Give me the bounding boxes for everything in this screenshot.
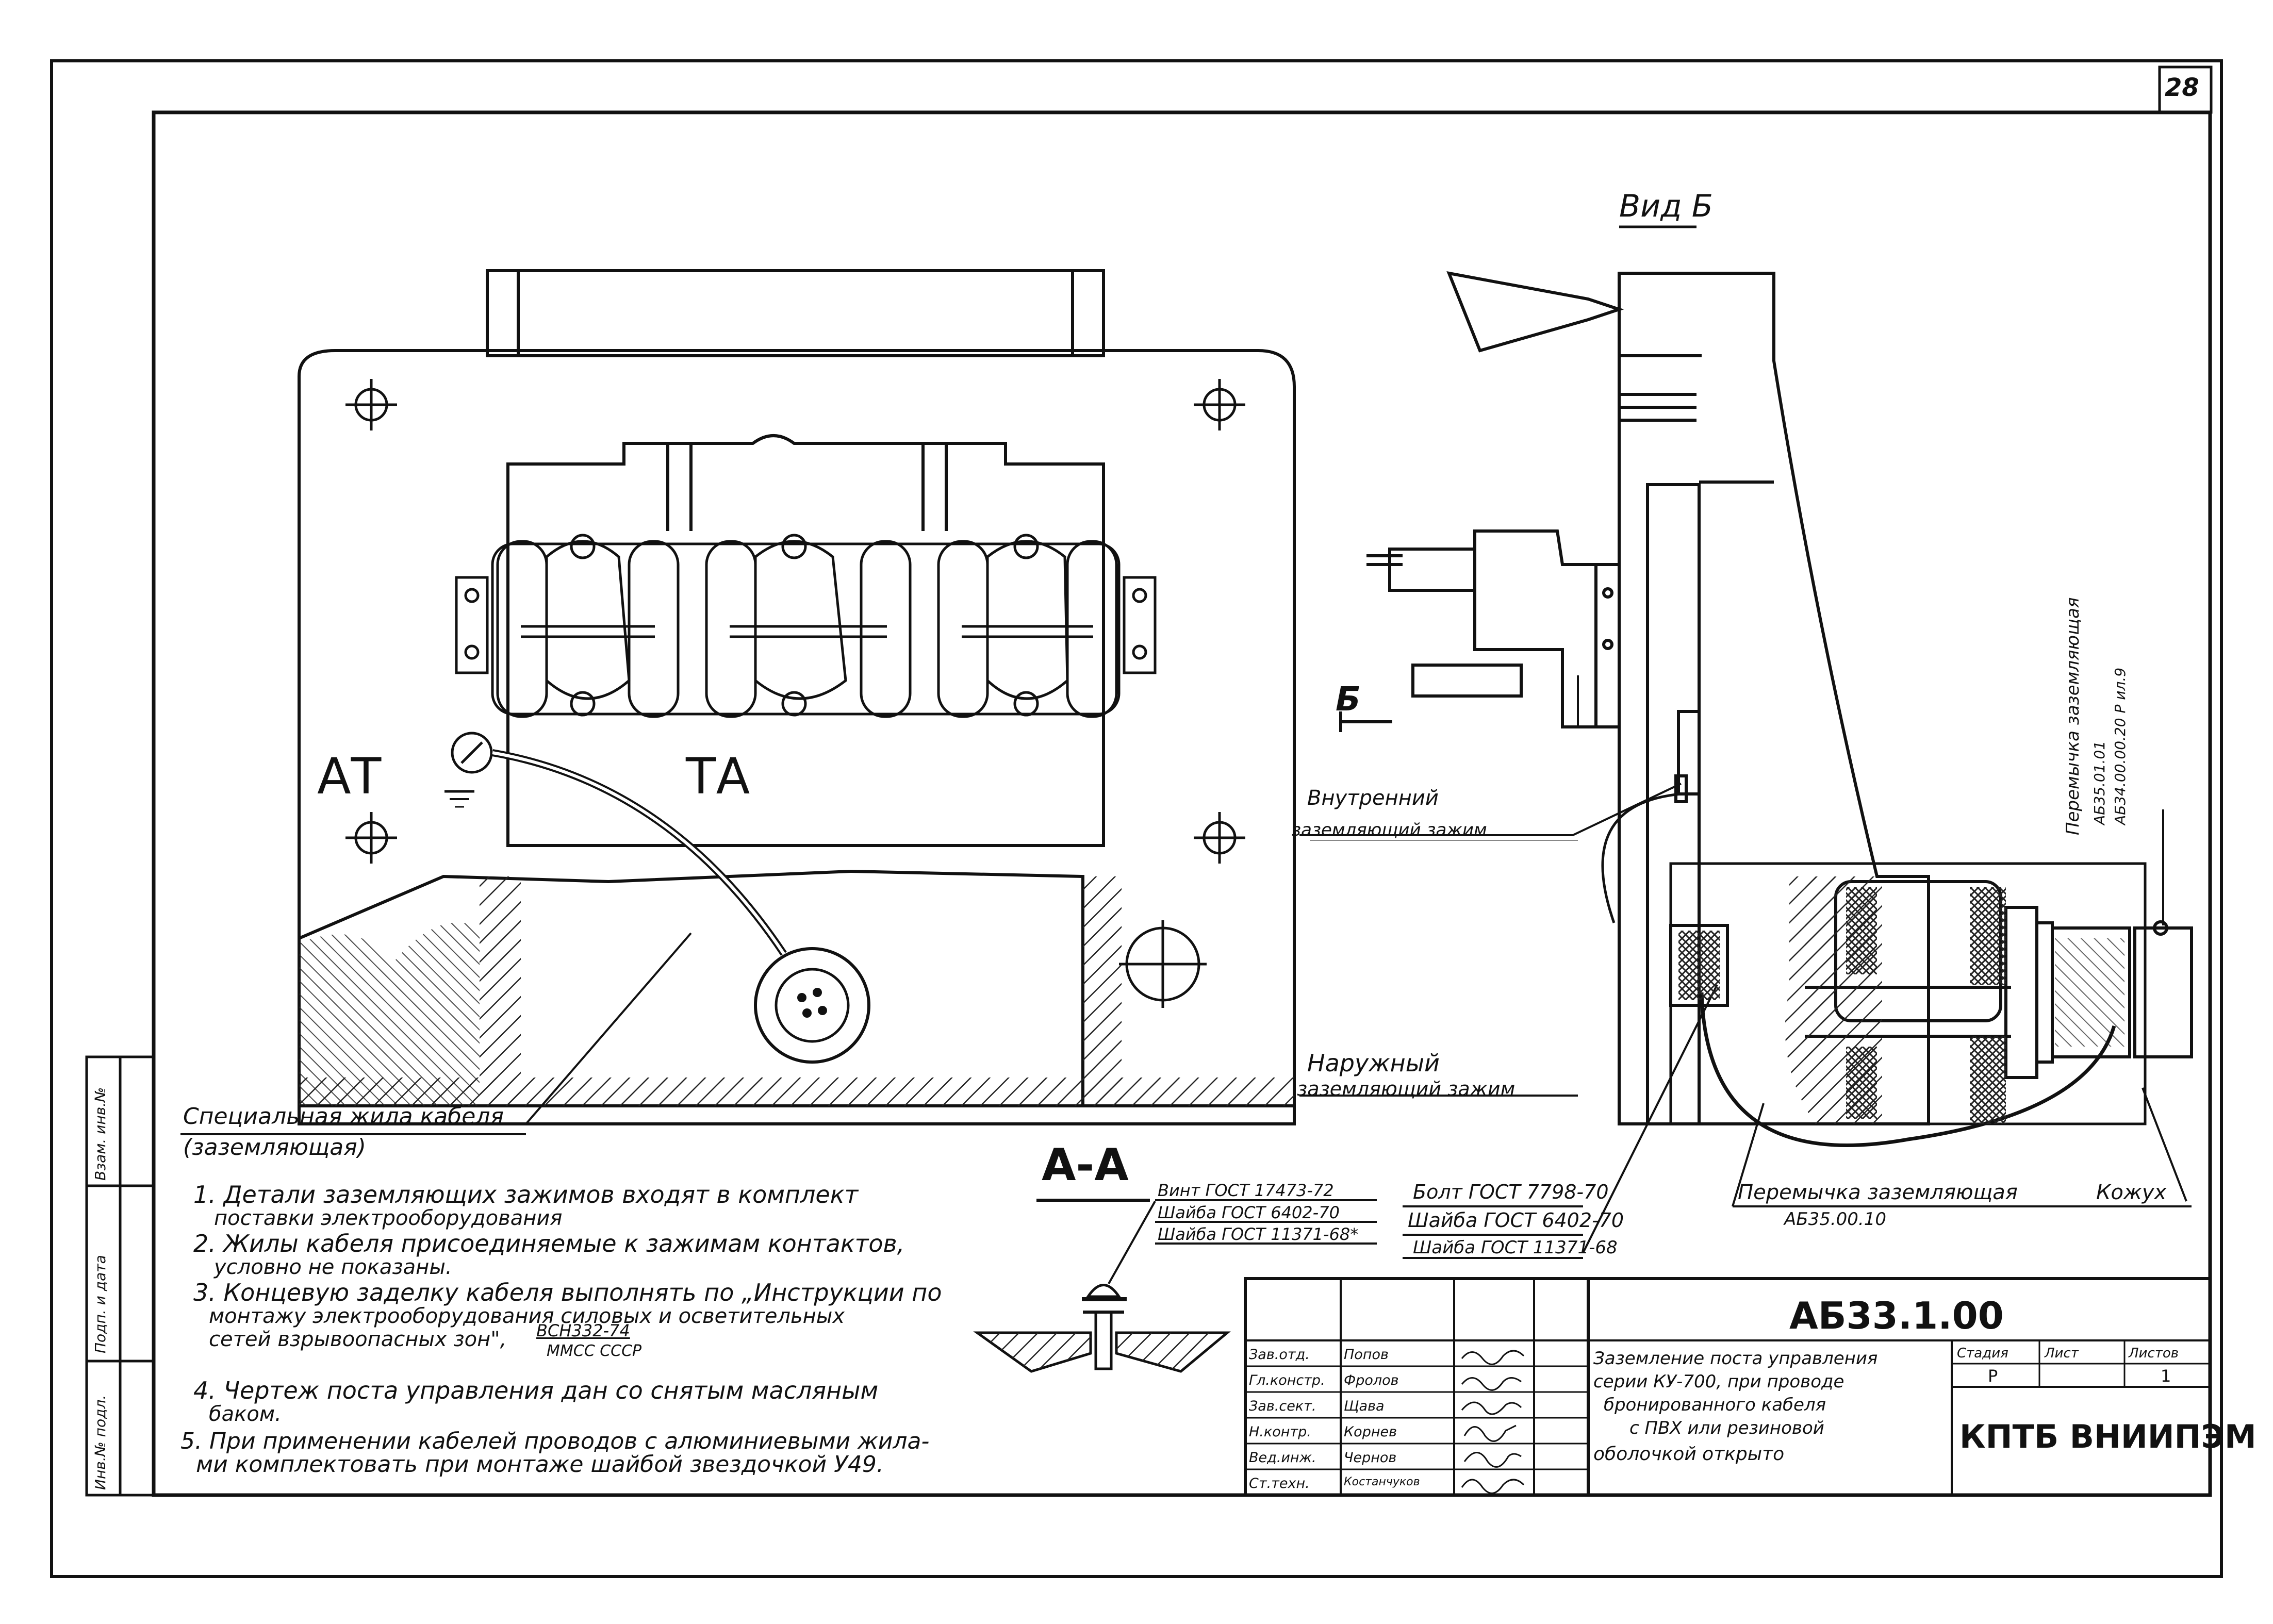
section-washer-label-1: Шайба ГОСТ 6402-70 (1158, 1203, 1340, 1222)
side-stamp-label-3: Взам. инв.№ (92, 1087, 109, 1181)
special-core-label: Специальная жила кабеля (183, 1103, 504, 1130)
description-line: с ПВХ или резиновой (1629, 1418, 1824, 1438)
signer-role: Зав.отд. (1249, 1347, 1310, 1363)
signer-role: Ст.техн. (1249, 1476, 1310, 1492)
signer-role: Зав.сект. (1249, 1398, 1316, 1414)
note-1: 1. Детали заземляющих зажимов входят в к… (193, 1181, 859, 1208)
inner-frame (152, 110, 2212, 1497)
note-5-cont: ми комплектовать при монтаже шайбой звез… (196, 1451, 884, 1478)
sheet-label: Лист (2045, 1346, 2079, 1361)
outer-frame (50, 59, 2223, 1578)
cut-mark: Б (1336, 681, 1361, 719)
signer-name: Корнев (1344, 1424, 1397, 1440)
jumper-bottom-label: Перемычка заземляющая (1738, 1181, 2018, 1204)
side-stamp-frame (85, 1055, 155, 1497)
note-5: 5. При применении кабелей проводов с алю… (180, 1428, 930, 1454)
side-stamp-label-2: Подп. и дата (92, 1255, 109, 1353)
title-block-frame (1244, 1277, 2212, 1497)
note-3: 3. Концевую заделку кабеля выполнять по … (193, 1279, 942, 1306)
inner-clamp-label: Внутренний (1307, 786, 1439, 810)
jumper-right-code-1: АБ35.01.01 (2091, 740, 2108, 825)
signer-name: Щава (1344, 1398, 1385, 1414)
bolt-label: Болт ГОСТ 7798-70 (1413, 1181, 1609, 1203)
note-2-cont: условно не показаны. (214, 1255, 452, 1279)
note-3-cont-2: сетей взрывоопасных зон", (209, 1328, 507, 1351)
signer-name: Фролов (1344, 1372, 1399, 1388)
view-b (1299, 225, 2193, 1259)
jumper-bottom-code: АБ35.00.10 (1784, 1209, 1886, 1230)
signer-name: Чернов (1344, 1450, 1397, 1466)
sheet-number: 28 (2165, 73, 2199, 102)
note-4: 4. Чертеж поста управления дан со снятым… (193, 1377, 879, 1404)
stage-label: Стадия (1957, 1346, 2008, 1361)
side-stamp-label-1: Инв.№ подл. (92, 1395, 109, 1490)
description-line: оболочкой открыто (1593, 1444, 1785, 1465)
note-3-cont: монтажу электрооборудования силовых и ос… (209, 1304, 845, 1328)
description-line: Заземление поста управления (1593, 1348, 1878, 1369)
signer-name: Попов (1344, 1347, 1389, 1363)
special-core-label-2: (заземляющая) (183, 1134, 366, 1161)
sheet-number-box (2158, 65, 2213, 114)
note-4-cont: баком. (209, 1402, 282, 1426)
signer-role: Вед.инж. (1249, 1450, 1316, 1466)
signatures (1461, 1350, 1525, 1494)
jumper-right-code-2: АБ34.00.00.20 Р ил.9 (2112, 667, 2129, 825)
section-title: А-А (1042, 1139, 1129, 1191)
washer-label-2: Шайба ГОСТ 11371-68 (1413, 1237, 1618, 1258)
sheets-label: Листов (2129, 1346, 2179, 1361)
terminal-right-label: ТА (686, 748, 750, 805)
note-3-norm: ВСН332-74 (536, 1321, 630, 1340)
signer-role: Н.контр. (1249, 1424, 1311, 1440)
title-block-rows (1245, 1365, 1588, 1470)
organization-name: КПТБ ВНИИПЭМ (1959, 1418, 2256, 1455)
outer-clamp-label: Наружный (1307, 1049, 1440, 1077)
hatch-wall-right (1083, 876, 1122, 1106)
drawing-designation: АБ33.1.00 (1789, 1294, 2004, 1337)
note-2: 2. Жилы кабеля присоединяемые к зажимам … (193, 1230, 905, 1257)
section-screw-label: Винт ГОСТ 17473-72 (1158, 1181, 1334, 1200)
signer-role: Гл.констр. (1249, 1372, 1325, 1388)
washer-label-1: Шайба ГОСТ 6402-70 (1408, 1209, 1624, 1232)
section-washer-label-2: Шайба ГОСТ 11371-68* (1158, 1224, 1359, 1244)
description-line: серии КУ-700, при проводе (1593, 1371, 1844, 1392)
signer-name: Костанчуков (1344, 1476, 1420, 1488)
inner-clamp-label-2: заземляющий зажим (1292, 820, 1487, 840)
note-1-cont: поставки электрооборудования (214, 1206, 563, 1230)
description-line: бронированного кабеля (1604, 1395, 1826, 1415)
note-3-ministry: ММСС СССР (547, 1342, 642, 1360)
sheets-value: 1 (2161, 1366, 2171, 1386)
terminal-left-label: АТ (317, 748, 382, 805)
jumper-right-label: Перемычка заземляющая (2063, 597, 2083, 835)
view-b-title: Вид Б (1619, 188, 1713, 224)
casing-label: Кожух (2096, 1181, 2167, 1204)
stage-value: Р (1988, 1366, 1998, 1386)
hatch-wall-left (480, 876, 521, 1106)
outer-clamp-label-2: заземляющий зажим (1297, 1078, 1516, 1100)
